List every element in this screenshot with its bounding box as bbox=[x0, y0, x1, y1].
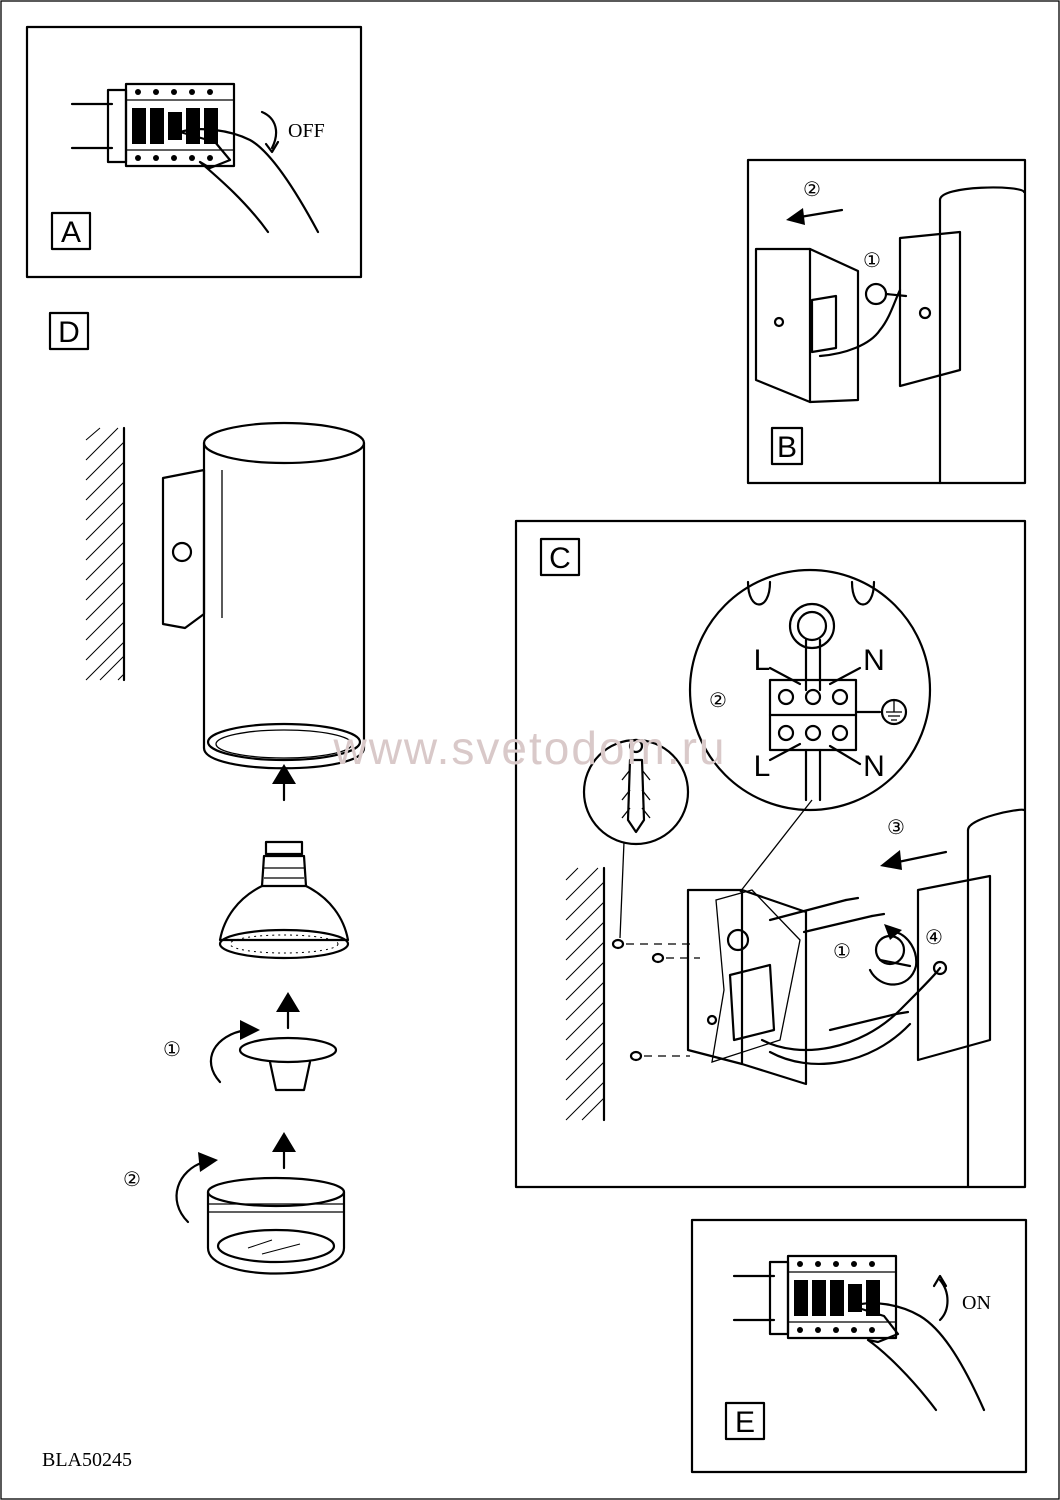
step-2-label: ② bbox=[123, 1169, 141, 1191]
action-off-label: OFF bbox=[288, 120, 325, 142]
panel-d-label: D bbox=[58, 316, 80, 349]
lamp-body bbox=[966, 808, 1026, 832]
lamp-bracket bbox=[898, 230, 962, 388]
lamp-body bbox=[161, 421, 366, 770]
junction-box bbox=[686, 888, 808, 1086]
wall-hatching bbox=[85, 426, 126, 682]
panel-a: OFF A bbox=[25, 25, 363, 279]
panel-d: D bbox=[48, 311, 366, 1275]
panel-d-label-box bbox=[48, 311, 90, 351]
step-1-label: ① bbox=[833, 941, 851, 963]
terminal-block bbox=[810, 294, 838, 354]
terminal-detail bbox=[688, 568, 932, 812]
step-1-label: ① bbox=[863, 250, 881, 272]
panel-b: ② ① B bbox=[746, 158, 1027, 485]
step-2-label: ② bbox=[803, 179, 821, 201]
panel-b-label: B bbox=[777, 431, 797, 464]
terminal-block bbox=[728, 963, 776, 1042]
rotate-arrow-icon bbox=[938, 1278, 949, 1322]
panel-c: C L N L N ② bbox=[514, 519, 1027, 1189]
panel-e-frame bbox=[690, 1218, 1028, 1474]
breaker-switch-icon bbox=[70, 82, 236, 168]
panel-e-label: E bbox=[735, 1406, 755, 1439]
panel-b-frame bbox=[746, 158, 1027, 485]
retaining-ring bbox=[238, 1036, 338, 1092]
action-on-label: ON bbox=[962, 1292, 991, 1314]
hand-icon bbox=[178, 128, 320, 234]
screw-icon bbox=[171, 541, 193, 563]
bulb-icon bbox=[218, 840, 350, 960]
breaker-switch-icon bbox=[732, 1254, 898, 1340]
panel-c-label: C bbox=[549, 542, 571, 575]
step-4-label: ④ bbox=[925, 927, 943, 949]
watermark: www.svetodom.ru bbox=[332, 722, 726, 774]
rotate-arrow-icon bbox=[260, 110, 278, 150]
rotate-arrow-icon bbox=[868, 930, 918, 986]
wall-hatching bbox=[565, 866, 606, 1122]
terminal-l-top: L bbox=[754, 644, 771, 677]
hand-icon bbox=[850, 1302, 986, 1412]
screw-icon bbox=[864, 282, 888, 306]
step-3-label: ③ bbox=[887, 817, 905, 839]
wall-plug-icon bbox=[582, 738, 690, 846]
panel-c-frame bbox=[514, 519, 1027, 1189]
rotate-arrow-icon bbox=[175, 1160, 206, 1224]
screw-icon bbox=[768, 896, 910, 1032]
panel-a-label: A bbox=[61, 216, 81, 249]
lamp-body bbox=[938, 186, 1026, 202]
panel-a-frame bbox=[25, 25, 363, 279]
panel-e: ON E bbox=[690, 1218, 1028, 1474]
terminal-l-bottom: L bbox=[754, 750, 771, 783]
lamp-bracket bbox=[916, 874, 992, 1062]
terminal-n-top: N bbox=[863, 644, 885, 677]
step-2-label: ② bbox=[709, 690, 727, 712]
step-1-label: ① bbox=[163, 1039, 181, 1061]
rotate-arrow-icon bbox=[209, 1028, 248, 1084]
terminal-n-bottom: N bbox=[863, 750, 885, 783]
panel-a-label-box bbox=[50, 211, 92, 251]
junction-box bbox=[754, 247, 812, 404]
glass-cover bbox=[206, 1176, 346, 1275]
model-code: BLA50245 bbox=[42, 1449, 132, 1471]
arrow-icon bbox=[896, 850, 948, 864]
lamp-bracket bbox=[161, 468, 206, 630]
arrow-icon bbox=[798, 208, 844, 219]
